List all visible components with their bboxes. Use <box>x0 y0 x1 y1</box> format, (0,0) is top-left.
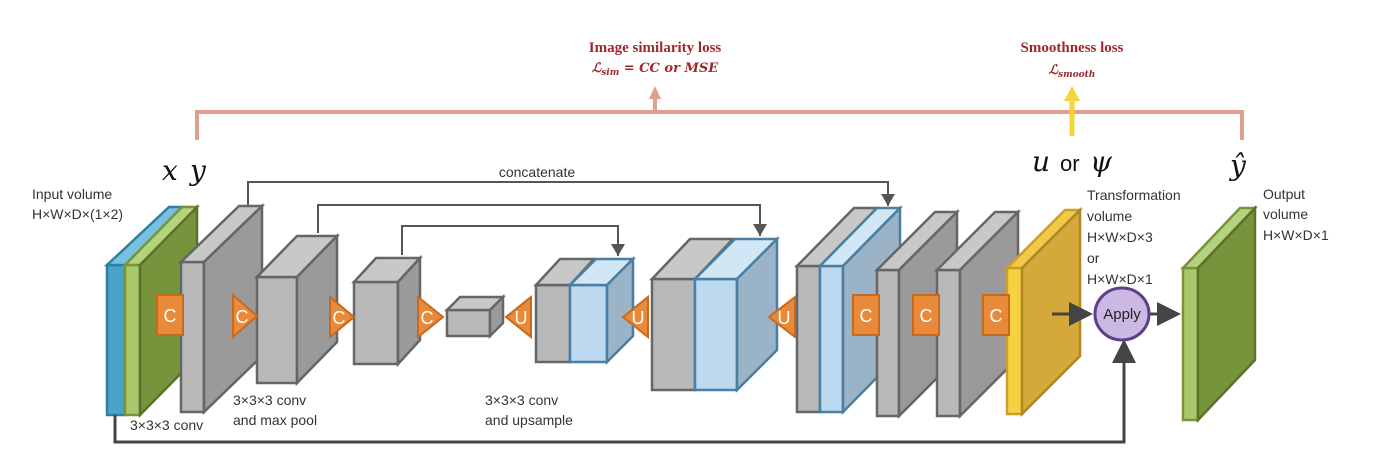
svg-text:U: U <box>778 308 791 328</box>
conv-up-label-1: 3×3×3 conv <box>485 392 558 408</box>
svg-text:C: C <box>236 307 249 327</box>
transformation-volume <box>1003 206 1084 418</box>
bottleneck-block <box>443 293 507 340</box>
conv-up-label-2: and upsample <box>485 412 573 428</box>
conv-pool-label-1: 3×3×3 conv <box>233 392 306 408</box>
op-upsample-1: U <box>504 294 532 340</box>
op-upsample-3: U <box>767 294 796 340</box>
op-concat-4: C <box>982 294 1010 336</box>
decoder-block-2 <box>649 235 781 394</box>
svg-text:C: C <box>164 306 177 326</box>
encoder-block-2 <box>254 232 340 387</box>
similarity-loss-formula: ℒsim = CC or MSE <box>592 61 719 78</box>
similarity-loss-title: Image similarity loss <box>589 40 722 56</box>
smoothness-loss-formula: ℒsmooth <box>1049 63 1096 80</box>
transform-label-5: H×W×D×1 <box>1087 271 1153 287</box>
smoothness-loss-title: Smoothness loss <box>1021 40 1124 56</box>
apply-label: Apply <box>1103 306 1141 323</box>
loss-bracket <box>195 98 1244 140</box>
svg-text:C: C <box>920 306 933 326</box>
op-concat-1: C <box>156 294 184 336</box>
output-label-3: H×W×D×1 <box>1263 227 1329 243</box>
apply-node: Apply <box>1093 286 1151 342</box>
svg-text:C: C <box>990 306 1003 326</box>
op-concat-pool-1: C <box>232 292 259 340</box>
encoder-block-3 <box>351 254 423 368</box>
variable-u: u <box>1032 145 1050 178</box>
variable-psi: ψ <box>1090 145 1113 178</box>
similarity-loss-arrow <box>649 86 661 99</box>
transform-label-3: H×W×D×3 <box>1087 229 1153 245</box>
input-volume-dims: H×W×D×(1×2) <box>32 206 123 222</box>
output-volume <box>1180 204 1258 424</box>
transform-label-2: volume <box>1087 208 1132 224</box>
smoothness-loss-arrow <box>1064 86 1080 101</box>
svg-text:C: C <box>333 308 346 328</box>
variable-y: y <box>188 154 207 187</box>
decoder-block-1 <box>533 255 637 366</box>
op-concat-2: C <box>852 294 880 336</box>
op-concat-3: C <box>912 294 940 336</box>
svg-text:C: C <box>421 308 434 328</box>
op-concat-pool-2: C <box>329 294 356 340</box>
op-concat-pool-3: C <box>417 294 445 340</box>
svg-text:U: U <box>515 308 528 328</box>
svg-text:C: C <box>860 306 873 326</box>
conv-label: 3×3×3 conv <box>130 417 203 433</box>
op-upsample-2: U <box>621 294 649 340</box>
svg-text:U: U <box>632 308 645 328</box>
conv-pool-label-2: and max pool <box>233 412 317 428</box>
input-volume-title: Input volume <box>32 186 112 202</box>
output-label-2: volume <box>1263 206 1308 222</box>
concatenate-label: concatenate <box>499 164 575 180</box>
transform-label-1: Transformation <box>1087 187 1181 203</box>
variable-yhat: ŷ <box>1228 149 1247 182</box>
input-to-apply-arrow <box>113 339 1136 444</box>
variable-or: or <box>1060 151 1080 176</box>
transform-label-4: or <box>1087 250 1100 266</box>
skip-connections <box>247 181 895 256</box>
variable-x: x <box>162 154 178 187</box>
output-label-1: Output <box>1263 186 1305 202</box>
